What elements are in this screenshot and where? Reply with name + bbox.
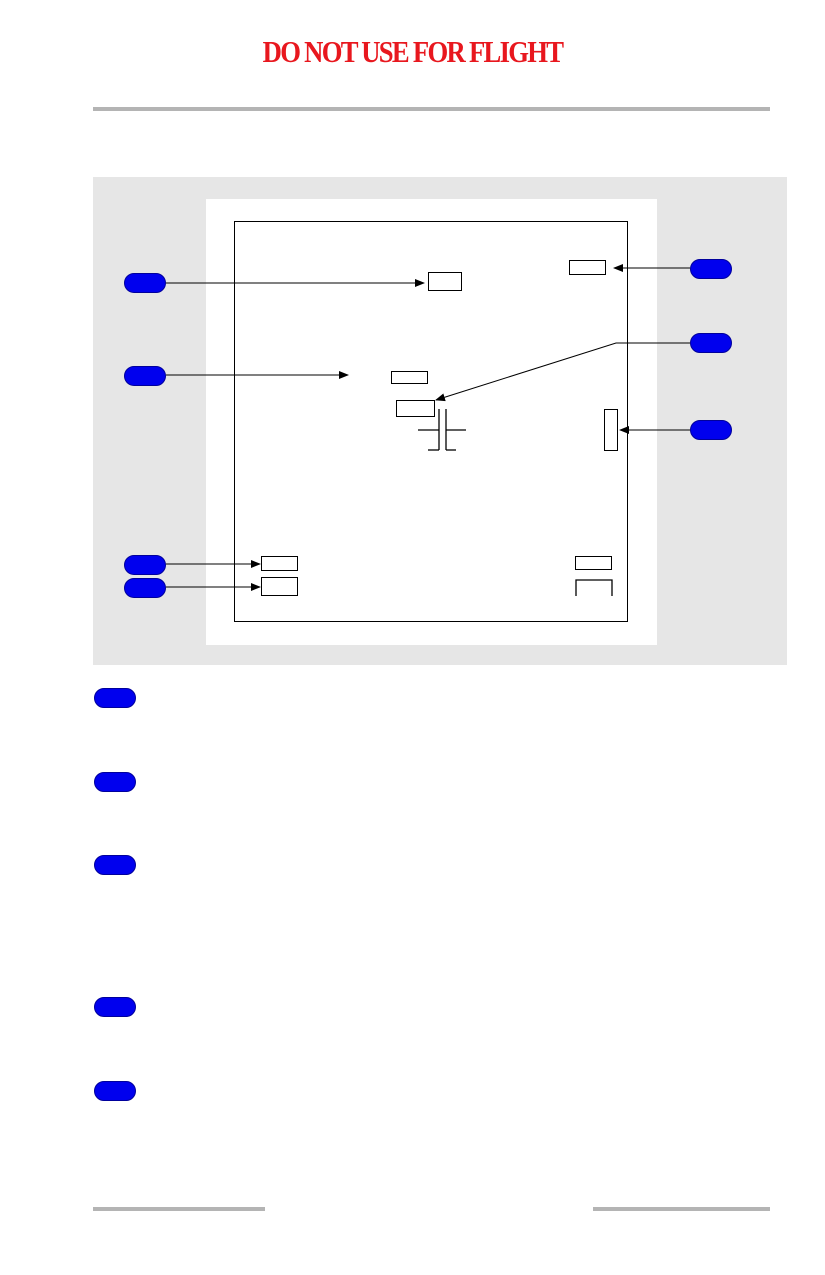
field-box-top-center — [428, 272, 462, 291]
field-box-bottom-right — [575, 556, 612, 570]
field-box-mid-center — [391, 371, 428, 384]
legend-marker — [94, 688, 136, 708]
callout-marker — [690, 420, 732, 440]
callout-marker — [124, 366, 166, 386]
do-not-use-warning: DO NOT USE FOR FLIGHT — [262, 34, 564, 69]
legend-marker — [94, 855, 136, 875]
callout-marker — [124, 555, 166, 575]
legend-marker — [94, 1081, 136, 1101]
field-box-bottom-left-1 — [261, 556, 298, 571]
aircraft-symbol-icon — [418, 409, 466, 451]
callout-marker — [690, 259, 732, 279]
field-box-top-right — [569, 260, 606, 275]
legend-marker — [94, 997, 136, 1017]
display-screen — [234, 221, 628, 622]
callout-marker — [124, 578, 166, 598]
field-box-vertical-scale — [604, 409, 618, 451]
bracket-icon — [575, 579, 613, 596]
header-rule — [93, 107, 770, 111]
leader-line-6 — [435, 342, 690, 402]
callout-marker — [690, 333, 732, 353]
callout-marker — [124, 273, 166, 293]
legend-marker — [94, 772, 136, 792]
footer-rule-left — [93, 1207, 265, 1211]
field-box-bottom-left-2 — [261, 577, 298, 596]
field-box-symbol-label — [396, 400, 435, 417]
footer-rule-right — [593, 1207, 770, 1211]
